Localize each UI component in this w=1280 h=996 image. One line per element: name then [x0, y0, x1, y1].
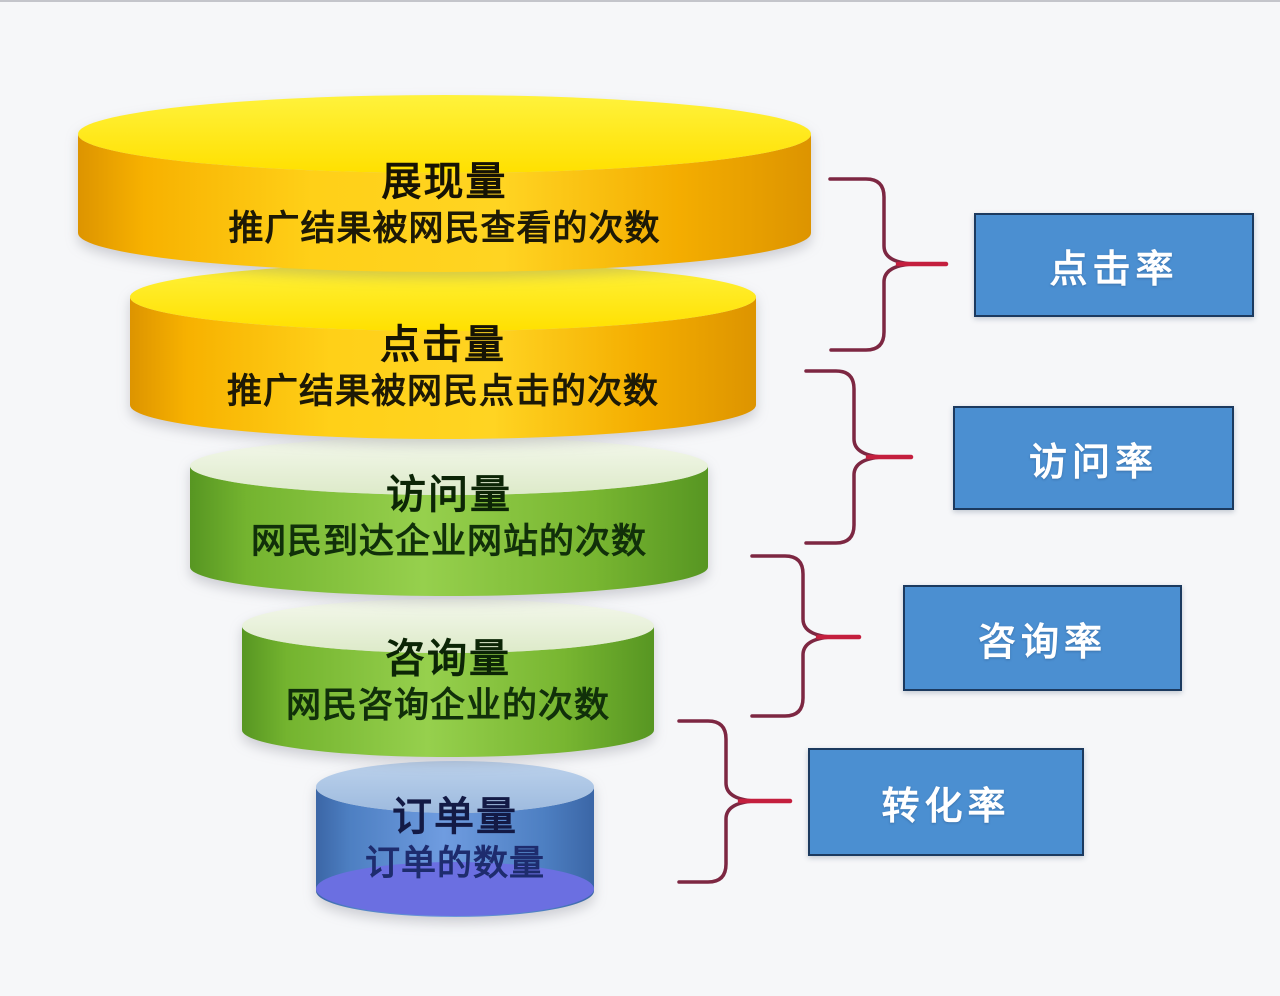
- cylinder-clicks: [130, 263, 756, 439]
- cylinder-inquiries: [242, 599, 654, 757]
- funnel-tier-orders: 订单量 订单的数量: [316, 761, 594, 917]
- funnel-tier-inquiries: 咨询量 网民咨询企业的次数: [242, 599, 654, 757]
- cylinder-visits: [190, 437, 708, 596]
- rate-label: 咨询率: [977, 619, 1107, 664]
- brace-visit-rate: [804, 369, 883, 545]
- cylinder-orders: [316, 761, 594, 917]
- cylinder-impressions: [78, 95, 811, 272]
- rate-label: 转化率: [881, 783, 1011, 828]
- funnel-tier-visits: 访问量 网民到达企业网站的次数: [190, 437, 708, 596]
- funnel-tier-impressions: 展现量 推广结果被网民查看的次数: [78, 95, 811, 272]
- rate-label: 访问率: [1028, 439, 1158, 484]
- rate-label: 点击率: [1049, 246, 1179, 291]
- cylinder-bottom-ellipse: [316, 862, 594, 916]
- brace-click-rate: [828, 177, 913, 352]
- funnel-tier-clicks: 点击量 推广结果被网民点击的次数: [130, 263, 756, 439]
- brace-conversion-rate: [677, 719, 755, 884]
- brace-inquiry-rate: [750, 554, 832, 718]
- rate-box-inquiry-rate: 咨询率: [903, 585, 1182, 691]
- rate-box-conversion-rate: 转化率: [808, 748, 1084, 856]
- rate-box-click-rate: 点击率: [974, 213, 1254, 317]
- rate-box-visit-rate: 访问率: [953, 406, 1234, 510]
